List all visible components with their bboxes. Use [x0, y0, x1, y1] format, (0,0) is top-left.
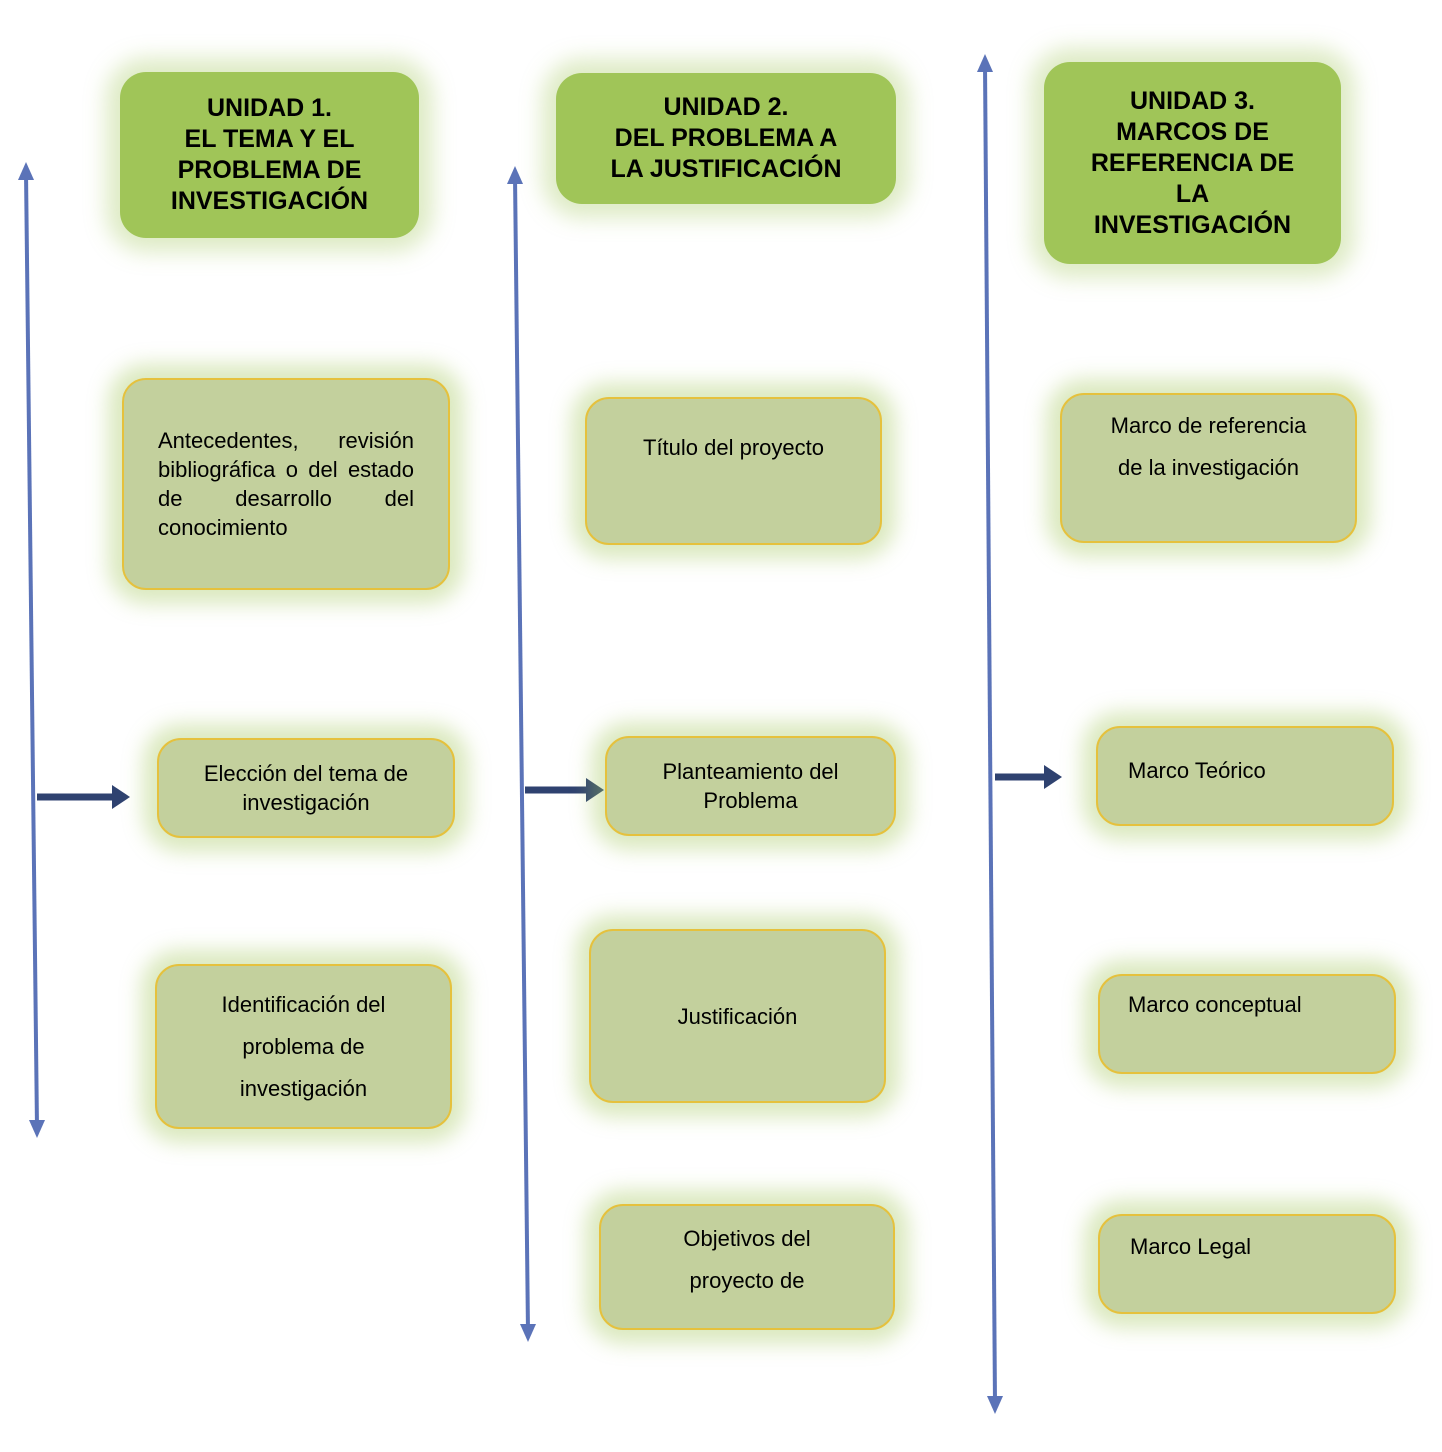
unit-1-item-antecedentes: Antecedentes, revisión bibliográfica o d…	[122, 378, 450, 590]
pointer-arrow-unit-3-head	[1044, 765, 1062, 789]
unit-2-item-objetivos: Objetivos del proyecto de investigación	[599, 1204, 895, 1330]
unit-1-header-line: INVESTIGACIÓN	[170, 187, 369, 215]
unit-2-header-line: LA JUSTIFICACIÓN	[610, 155, 842, 183]
unit-3-item-marco-teorico-text: Marco Teórico	[1128, 758, 1266, 783]
unit-3-item-marco-conceptual: Marco conceptual	[1098, 974, 1396, 1074]
unit-1-header: UNIDAD 1. EL TEMA Y EL PROBLEMA DE INVES…	[120, 72, 419, 238]
unit-1-header-line: UNIDAD 1.	[206, 94, 332, 122]
unit-1-header-line: EL TEMA Y EL	[184, 125, 355, 153]
unit-3-header-line: UNIDAD 3.	[1129, 86, 1255, 115]
unit-1-header-line: PROBLEMA DE	[177, 156, 362, 184]
unit-3-header-line: INVESTIGACIÓN	[1093, 210, 1292, 239]
unit-3-item-marco-referencia: Marco de referencia de la investigación	[1060, 393, 1357, 543]
unit-2-item-justificacion: Justificación	[589, 929, 886, 1103]
unit-2-header-line: DEL PROBLEMA A	[614, 124, 838, 152]
unit-1-item-identificacion-problema: Identificación del problema de investiga…	[155, 964, 452, 1129]
unit-2-item-planteamiento-problema: Planteamiento del Problema	[605, 736, 896, 836]
unit-3-header-line: MARCOS DE	[1116, 117, 1269, 146]
timeline-unit-1-bottom-arrowhead	[29, 1120, 45, 1138]
unit-2-item-planteamiento-problema-text: Planteamiento del Problema	[662, 759, 839, 813]
unit-2-item-objetivos-text: Objetivos del proyecto de investigación	[683, 1226, 811, 1293]
unit-3-item-marco-teorico: Marco Teórico	[1096, 726, 1394, 826]
unit-1-item-antecedentes-text: Antecedentes, revisión bibliográfica o d…	[158, 428, 414, 540]
unit-3-header-line: REFERENCIA DE	[1090, 148, 1295, 177]
unit-2-item-titulo-proyecto-text: Título del proyecto	[643, 435, 824, 460]
timeline-unit-3-top-arrowhead	[977, 54, 993, 72]
unit-3-item-marco-legal: Marco Legal	[1098, 1214, 1396, 1314]
unit-3-header: UNIDAD 3. MARCOS DE REFERENCIA DE LA INV…	[1044, 62, 1341, 264]
timeline-unit-2-top-arrowhead	[507, 166, 523, 184]
unit-1-item-identificacion-problema-text: Identificación del problema de investiga…	[221, 991, 386, 1101]
unit-2-header-line: UNIDAD 2.	[663, 93, 789, 121]
unit-3-item-marco-referencia-text: Marco de referencia de la investigación	[1110, 413, 1307, 480]
unit-1-item-eleccion-tema-text: Elección del tema de investigación	[203, 761, 409, 815]
timeline-unit-2	[513, 175, 530, 1333]
unit-3-header-line: LA	[1175, 179, 1210, 208]
unit-1-item-eleccion-tema: Elección del tema de investigación	[157, 738, 455, 838]
unit-2-item-titulo-proyecto: Título del proyecto	[585, 397, 882, 545]
pointer-arrow-unit-2-head	[586, 778, 604, 802]
timeline-unit-3-bottom-arrowhead	[987, 1396, 1003, 1414]
timeline-unit-2-bottom-arrowhead	[520, 1324, 536, 1342]
unit-2-header: UNIDAD 2. DEL PROBLEMA A LA JUSTIFICACIÓ…	[556, 73, 896, 204]
timeline-unit-1	[24, 171, 39, 1129]
unit-2-item-justificacion-text: Justificación	[677, 1003, 798, 1029]
timeline-unit-1-top-arrowhead	[18, 162, 34, 180]
pointer-arrow-unit-1-head	[112, 785, 130, 809]
timeline-unit-3	[983, 63, 997, 1405]
unit-3-item-marco-legal-text: Marco Legal	[1130, 1234, 1252, 1259]
unit-3-item-marco-conceptual-text: Marco conceptual	[1128, 992, 1302, 1017]
